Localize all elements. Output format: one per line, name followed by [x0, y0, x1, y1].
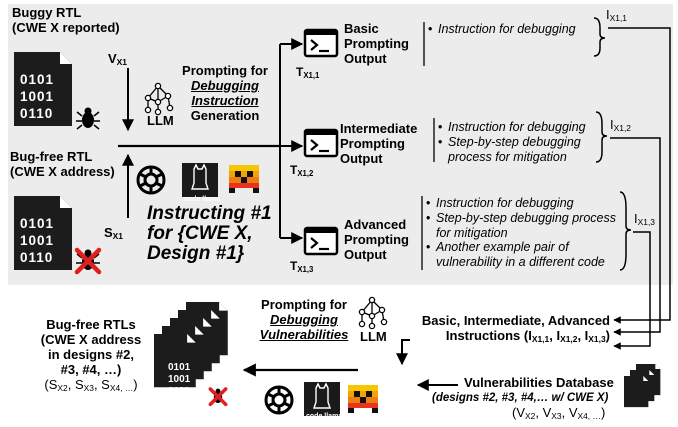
- vulnerabilities-database-subtitle: (designs #2, #3, #4,… w/ CWE X): [432, 392, 609, 404]
- intermediate-output-bullets: Instruction for debugging Step-by-step d…: [438, 120, 586, 164]
- llm-neural-icon-bottom: [358, 296, 388, 330]
- vulnerabilities-database-title: Vulnerabilities Database: [464, 375, 614, 390]
- code-llama-logo-top: [181, 162, 219, 198]
- fixed-bug-icon-bottom: [208, 387, 228, 407]
- advanced-output-cmd-icon: [303, 226, 339, 256]
- bugfree-rtl-title: Bug-free RTL (CWE X address): [10, 149, 115, 179]
- instructions-summary: Basic, Intermediate, Advanced Instructio…: [421, 313, 610, 344]
- llm-label-bottom: LLM: [360, 329, 387, 344]
- bugfree-rtls-stack-icon: [154, 302, 228, 388]
- v-items-label: (VX2, VX3, VX4, …): [512, 405, 606, 421]
- t-x1-1-label: TX1,1: [296, 65, 320, 80]
- bugfree-rtls-title: Bug-free RTLs (CWE X address in designs …: [40, 317, 142, 393]
- basic-output-cmd-icon: [303, 28, 339, 58]
- bug-icon: [76, 107, 100, 130]
- s-x1-label: SX1: [104, 225, 123, 241]
- buggy-rtl-title: Buggy RTL (CWE X reported): [12, 5, 120, 35]
- t-x1-3-label: TX1,3: [290, 259, 314, 274]
- instructing-label: Instructing #1 for {CWE X, Design #1}: [147, 203, 272, 264]
- prompting-for-debugging-vulnerabilities: Prompting for Debugging Vulnerabilities: [259, 297, 349, 342]
- vulnerabilities-database-icon: [624, 364, 661, 408]
- advanced-output-bullets: Instruction for debugging Step-by-step d…: [426, 196, 616, 270]
- code-llama-label-bottom: code llama: [306, 413, 343, 420]
- t-x1-2-label: TX1,2: [290, 163, 314, 178]
- llm-neural-icon-top: [144, 82, 174, 116]
- mistral-logo-top: [229, 165, 259, 193]
- basic-output-bullets: Instruction for debugging: [428, 22, 576, 37]
- i-x1-1-label: IX1,1: [606, 7, 627, 23]
- gpt-logo-bottom: [264, 385, 294, 415]
- v-x1-label: VX1: [108, 51, 127, 67]
- llm-label-top: LLM: [147, 113, 174, 128]
- intermediate-output-cmd-icon: [303, 128, 339, 158]
- gpt-logo-top: [136, 165, 166, 195]
- fixed-bug-icon: [74, 247, 102, 275]
- code-llama-logo-bottom: [303, 381, 341, 417]
- i-x1-2-label: IX1,2: [610, 117, 631, 133]
- i-x1-3-label: IX1,3: [634, 211, 655, 227]
- prompting-for-debugging-instruction: Prompting for Debugging Instruction Gene…: [182, 63, 268, 123]
- code-llama-label-top: code llama: [184, 196, 221, 203]
- mistral-logo-bottom: [348, 385, 378, 413]
